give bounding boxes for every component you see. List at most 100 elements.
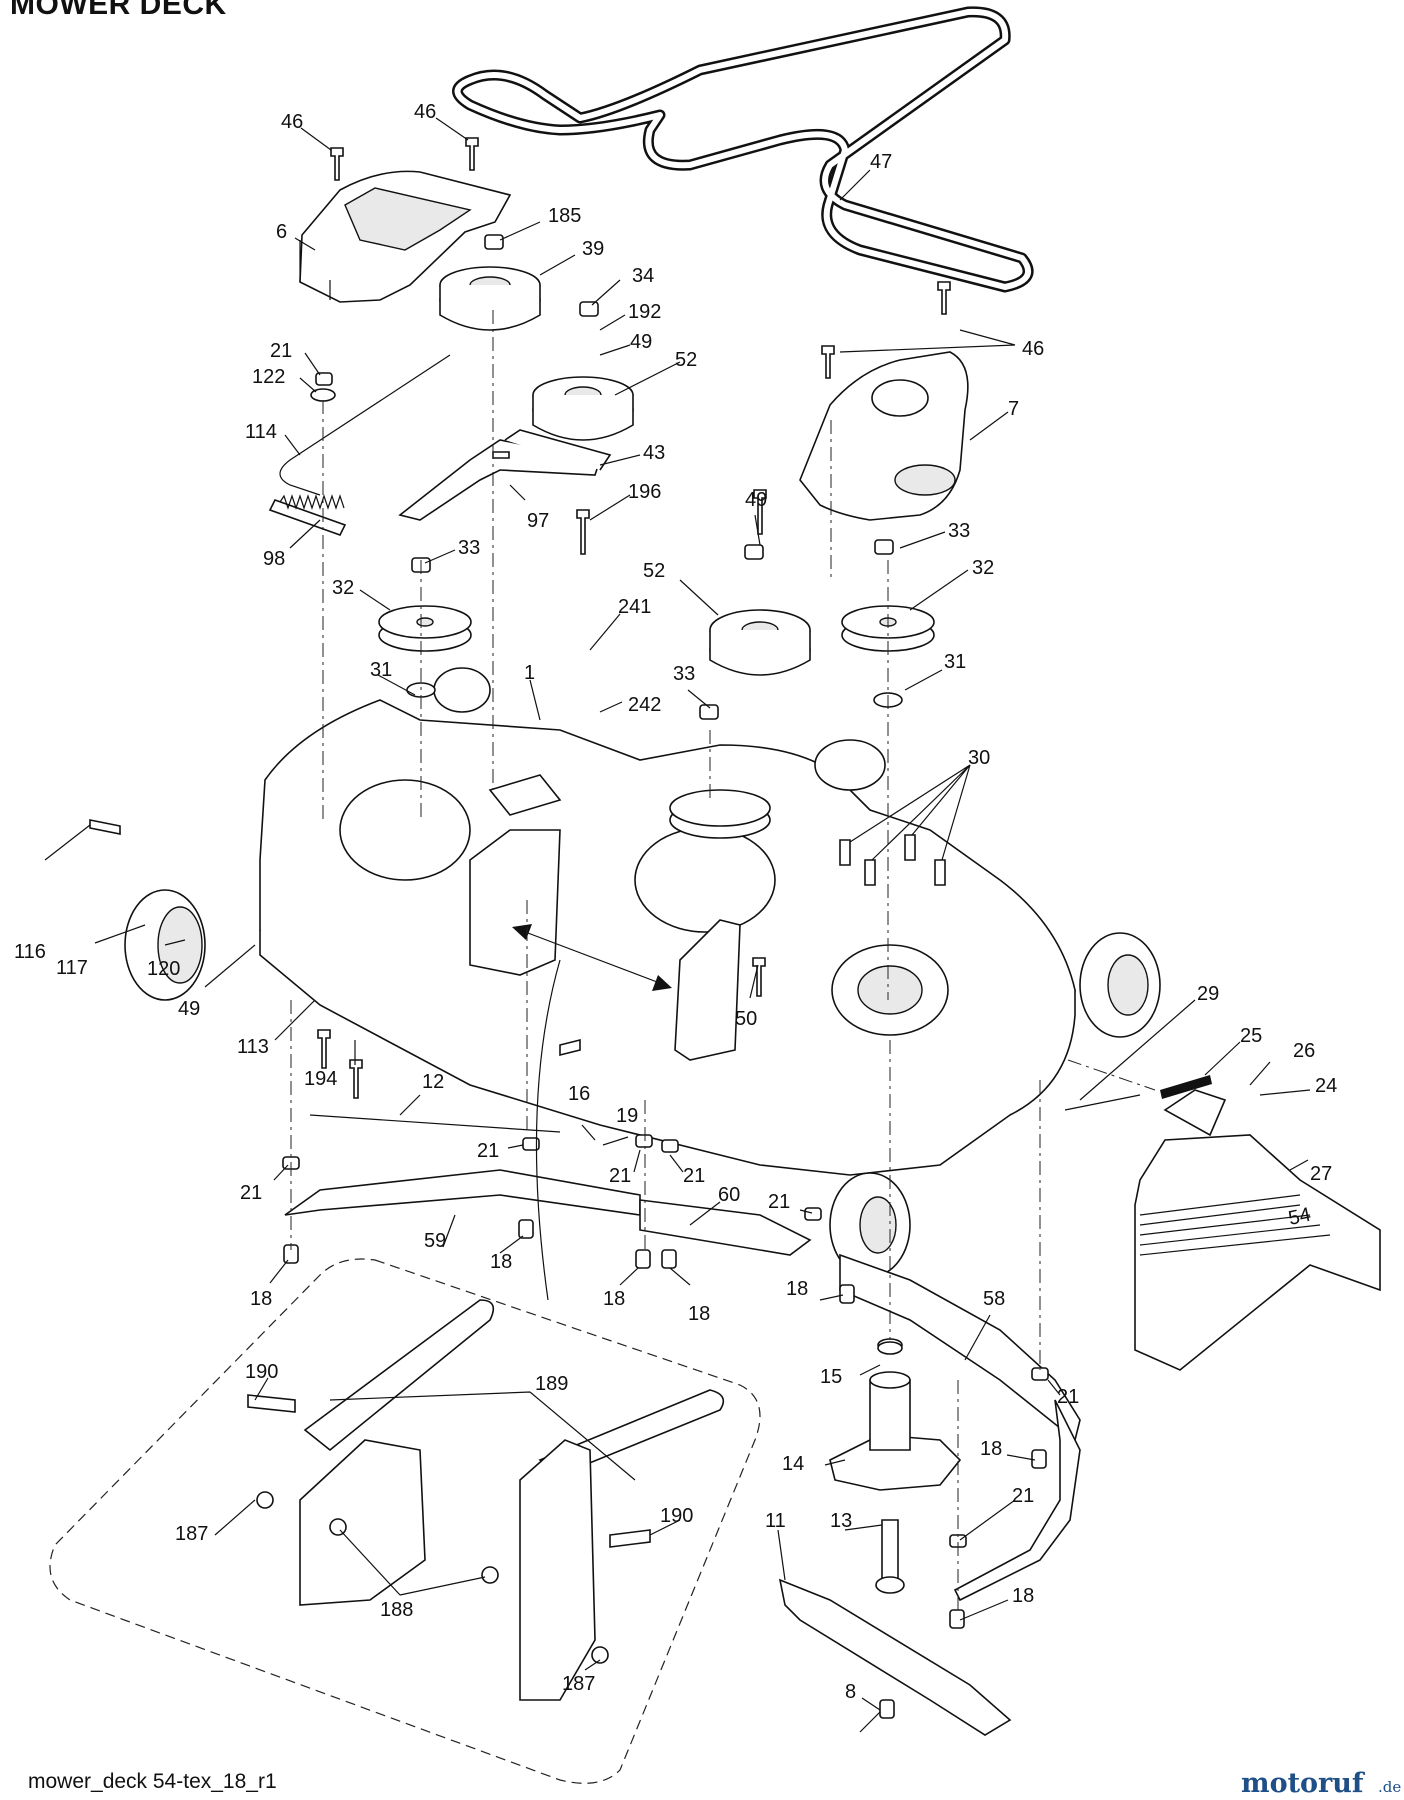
callout-label: 49 [178,998,200,1020]
callout-label: 194 [304,1068,337,1090]
chute-rod [1064,1094,1141,1111]
callout-label: 33 [948,520,970,542]
idler-pulley-52-upper [532,376,634,441]
callout-label: 29 [1197,983,1219,1005]
callout-label: 58 [983,1288,1005,1310]
idler-arm [398,429,612,521]
callout-label: 12 [422,1071,444,1093]
right-belt-cover [799,351,969,521]
callout-label: 117 [56,957,88,979]
spindle-shaft [875,1519,905,1594]
callout-label: 43 [643,442,665,464]
mower-deck-housing [259,699,1076,1176]
callout-label: 21 [768,1191,790,1213]
watermark-brand-suffix: .de [1378,1778,1402,1796]
callout-label: 11 [765,1510,786,1532]
callout-label: 6 [276,221,287,243]
callout-label: 185 [548,205,581,227]
callout-label: 13 [830,1510,852,1532]
callout-label: 18 [786,1278,808,1300]
gauge-wheel-right [1079,932,1161,1038]
left-belt-cover [299,170,512,303]
adjustment-arrow [512,924,672,991]
gauge-wheel-rear-left [433,667,491,713]
callout-label: 24 [1315,1075,1337,1097]
callout-label: 49 [745,489,767,511]
callout-label: 32 [332,577,354,599]
callout-label: 59 [424,1230,446,1252]
callout-label: 21 [240,1182,262,1204]
callout-label: 46 [281,111,303,133]
watermark-brand: motoruf [1241,1768,1364,1799]
callout-label: 113 [237,1036,269,1058]
callout-label: 14 [782,1453,804,1475]
callout-label: 32 [972,557,994,579]
callout-label: 18 [1012,1585,1034,1607]
callout-label: 46 [1022,338,1044,360]
lift-bracket-kit [247,1299,725,1701]
callout-label: 18 [250,1288,272,1310]
callout-label: 190 [245,1361,278,1383]
callout-label: 31 [944,651,966,673]
callout-label: 1 [524,662,535,684]
gauge-wheel-rear-right [814,739,886,791]
discharge-chute: 54 [1134,1089,1381,1371]
callout-label: 122 [252,366,285,388]
callout-label: 30 [968,747,990,769]
callout-label: 18 [688,1303,710,1325]
callout-label: 34 [632,265,654,287]
callout-label: 46 [414,101,436,123]
callout-label: 60 [718,1184,740,1206]
idler-pulley-52-lower [709,609,811,676]
callout-label: 98 [263,548,285,570]
callout-label: 192 [628,301,661,323]
callout-label: 21 [1012,1485,1034,1507]
callout-label: 21 [609,1165,631,1187]
callout-label: 21 [477,1140,499,1162]
callout-label: 187 [175,1523,208,1545]
callout-label: 21 [270,340,292,362]
callout-label: 26 [1293,1040,1315,1062]
callout-label: 27 [1310,1163,1332,1185]
callout-label: 33 [673,663,695,685]
optional-kit-boundary [49,1258,761,1784]
callout-label: 25 [1240,1025,1262,1047]
spindle-pulley-32-left [378,605,472,652]
callout-label: 241 [618,596,651,618]
hardware-items [89,137,1049,1719]
callout-leaders [44,117,1311,1733]
callout-label: 47 [870,151,892,173]
callout-label: 49 [630,331,652,353]
callout-label: 7 [1008,398,1019,420]
drawing-file-name: mower_deck 54-tex_18_r1 [28,1770,277,1793]
callout-label: 18 [603,1288,625,1310]
callout-label: 33 [458,537,480,559]
spindle-assembly [829,1338,962,1491]
callout-label: 39 [582,238,604,260]
callout-label: 187 [562,1673,595,1695]
drive-belt [452,6,1034,293]
callout-label: 21 [1057,1386,1079,1408]
callout-label: 190 [660,1505,693,1527]
callout-label: 18 [980,1438,1002,1460]
callout-label: 52 [675,349,697,371]
callout-label: 16 [568,1083,590,1105]
deck-lift-links [284,1114,1081,1602]
diagram-title: MOWER DECK [10,0,227,21]
callout-label: 116 [14,941,46,963]
callout-label: 52 [643,560,665,582]
callout-label: 21 [683,1165,705,1187]
callout-labels: 46 46 47 6 185 39 34 192 49 52 46 21 122… [14,101,1337,1703]
idler-pulley-39 [439,266,541,331]
chute-decal-text: 54 [1286,1204,1312,1230]
idler-rod-and-spring [268,354,451,536]
callout-label: 188 [380,1599,413,1621]
mower-blade [778,1578,1012,1736]
callout-label: 97 [527,510,549,532]
callout-label: 189 [535,1373,568,1395]
callout-label: 196 [628,481,661,503]
callout-label: 31 [370,659,392,681]
callout-label: 242 [628,694,661,716]
callout-label: 18 [490,1251,512,1273]
